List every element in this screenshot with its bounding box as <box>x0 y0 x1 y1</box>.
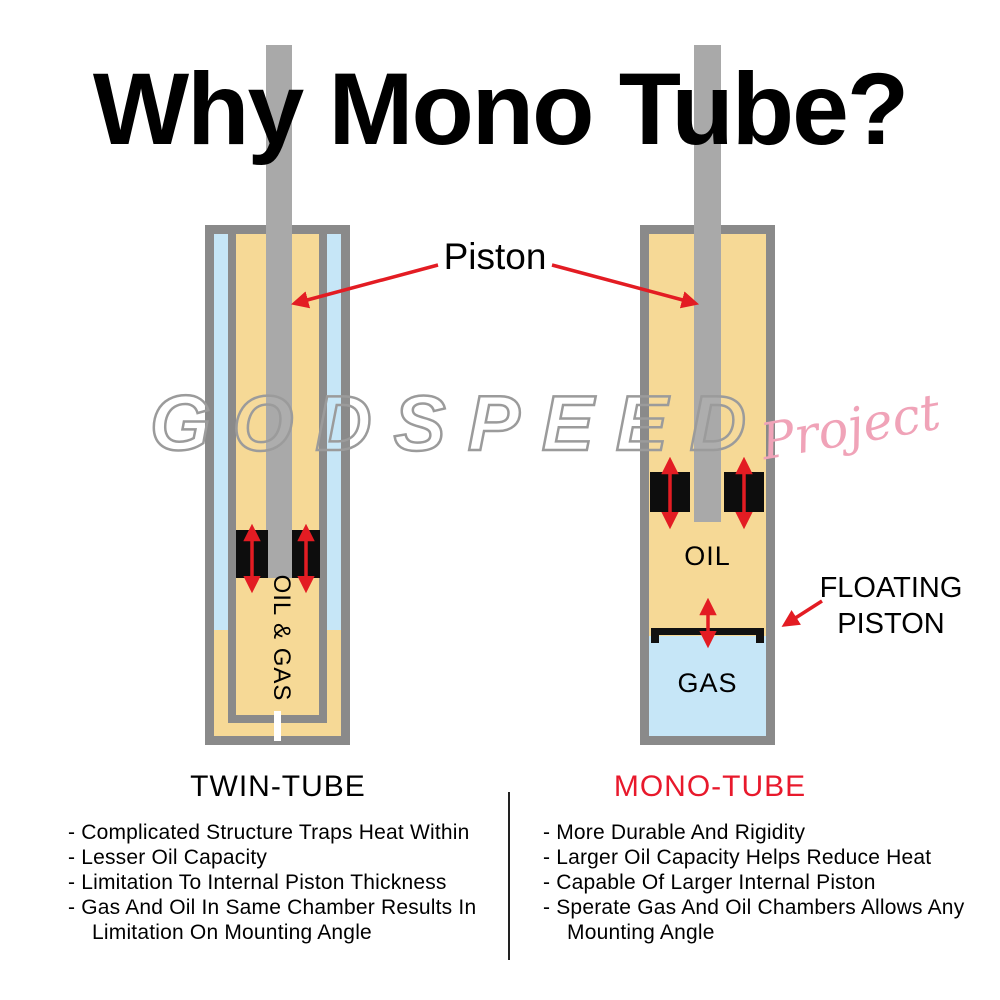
column-divider <box>508 792 510 960</box>
bullet-point: - Larger Oil Capacity Helps Reduce Heat <box>543 846 932 869</box>
bullet-point: - Gas And Oil In Same Chamber Results In… <box>68 896 477 944</box>
watermark: GODSPEEDProject <box>149 378 945 472</box>
floating-piston-label: FLOATING PISTON <box>819 572 963 640</box>
twin-tube-body <box>205 225 350 745</box>
bullet-point: - Lesser Oil Capacity <box>68 846 268 869</box>
twin-tube-label: TWIN-TUBE <box>190 770 366 803</box>
mono-tube-label: MONO-TUBE <box>613 770 807 803</box>
mono-oil-label: OIL <box>684 541 731 571</box>
mono-piston-rod <box>694 45 721 522</box>
mono-gas-chamber <box>649 636 766 736</box>
watermark-text: GODSPEED <box>149 378 769 469</box>
twin-bottom-valve-slit <box>274 711 281 741</box>
mono-piston-block-right <box>724 472 764 512</box>
watermark-script: Project <box>756 382 945 472</box>
twin-tube-points: - Complicated Structure Traps Heat Withi… <box>68 820 510 945</box>
mono-floating-piston <box>651 628 764 635</box>
twin-piston-block-left <box>236 530 268 578</box>
mono-floating-piston-foot-left <box>651 635 659 643</box>
twin-chamber-label: OIL & GAS <box>268 574 295 702</box>
twin-piston-rod <box>266 45 292 578</box>
page-title: Why Mono Tube? <box>92 52 909 166</box>
bullet-point: - Capable Of Larger Internal Piston <box>543 871 876 894</box>
mono-floating-piston-foot-right <box>756 635 764 643</box>
bullet-point: - Limitation To Internal Piston Thicknes… <box>68 871 447 894</box>
mono-gas-label: GAS <box>677 668 738 698</box>
twin-piston-block-right <box>292 530 320 578</box>
bullet-point: - Complicated Structure Traps Heat Withi… <box>68 821 470 844</box>
mono-tube-points: - More Durable And Rigidity- Larger Oil … <box>543 820 975 945</box>
mono-piston-block-left <box>650 472 690 512</box>
bullet-point: - Sperate Gas And Oil Chambers Allows An… <box>543 896 965 944</box>
bullet-point: - More Durable And Rigidity <box>543 821 806 844</box>
piston-label: Piston <box>443 236 547 277</box>
